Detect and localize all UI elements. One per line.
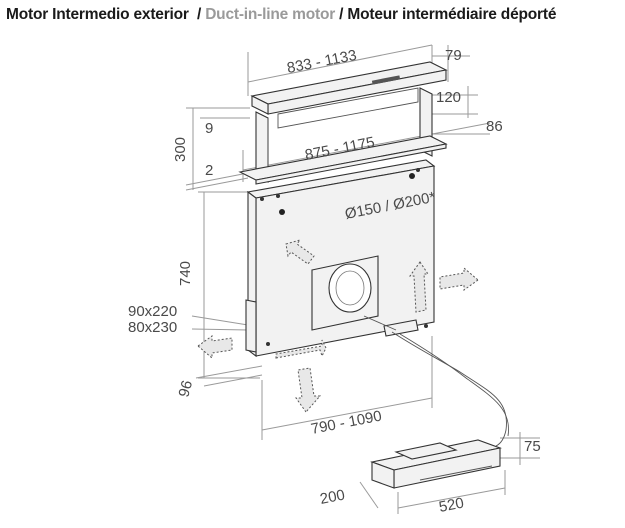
chimney-assembly [238, 61, 448, 185]
title-spanish: Motor Intermedio exterior [6, 6, 189, 23]
dim-depth-86: 86 [486, 118, 503, 135]
title-separator: / [339, 6, 344, 23]
dim-top-right: 79 [445, 47, 462, 64]
dim-top-width: 833 - 1133 [286, 47, 359, 77]
remote-motor [369, 331, 510, 489]
arrow-left-icon [197, 335, 233, 360]
dim-depth-120: 120 [436, 89, 461, 106]
title-separator: / [196, 6, 202, 23]
arrow-right-icon [439, 266, 479, 291]
dim-motor-75: 75 [524, 438, 541, 455]
dim-height-300: 300 [172, 137, 189, 162]
dim-bottom-96: 96 [175, 379, 196, 400]
control-panel [371, 75, 401, 85]
arrow-up-left-icon [285, 239, 315, 265]
dim-gap-9: 9 [205, 120, 213, 137]
dim-bottom-width: 790 - 1090 [310, 408, 384, 438]
title-french: Moteur intermédiaire déporté [347, 6, 557, 23]
title-english: Duct-in-line motor [205, 6, 336, 23]
dim-opening-1: 90x220 [128, 303, 177, 320]
dim-motor-200: 200 [319, 486, 347, 507]
arrow-bottom-icon [275, 339, 327, 359]
duct-outlet [328, 263, 372, 313]
airflow-arrows [197, 239, 479, 413]
dim-height-740: 740 [177, 261, 194, 286]
dim-gap-2: 2 [205, 162, 213, 179]
dim-opening-2: 80x230 [128, 319, 177, 336]
dim-motor-520: 520 [438, 494, 466, 515]
dimension-labels: 833 - 1133 79 120 86 875 - 1175 300 9 2 … [128, 47, 541, 516]
page-title: Motor Intermedio exterior / Duct-in-line… [6, 6, 556, 24]
arrow-down-icon [295, 367, 322, 413]
hood-body [245, 159, 436, 358]
arrow-up-icon [409, 261, 429, 313]
dimension-lines [185, 44, 540, 514]
